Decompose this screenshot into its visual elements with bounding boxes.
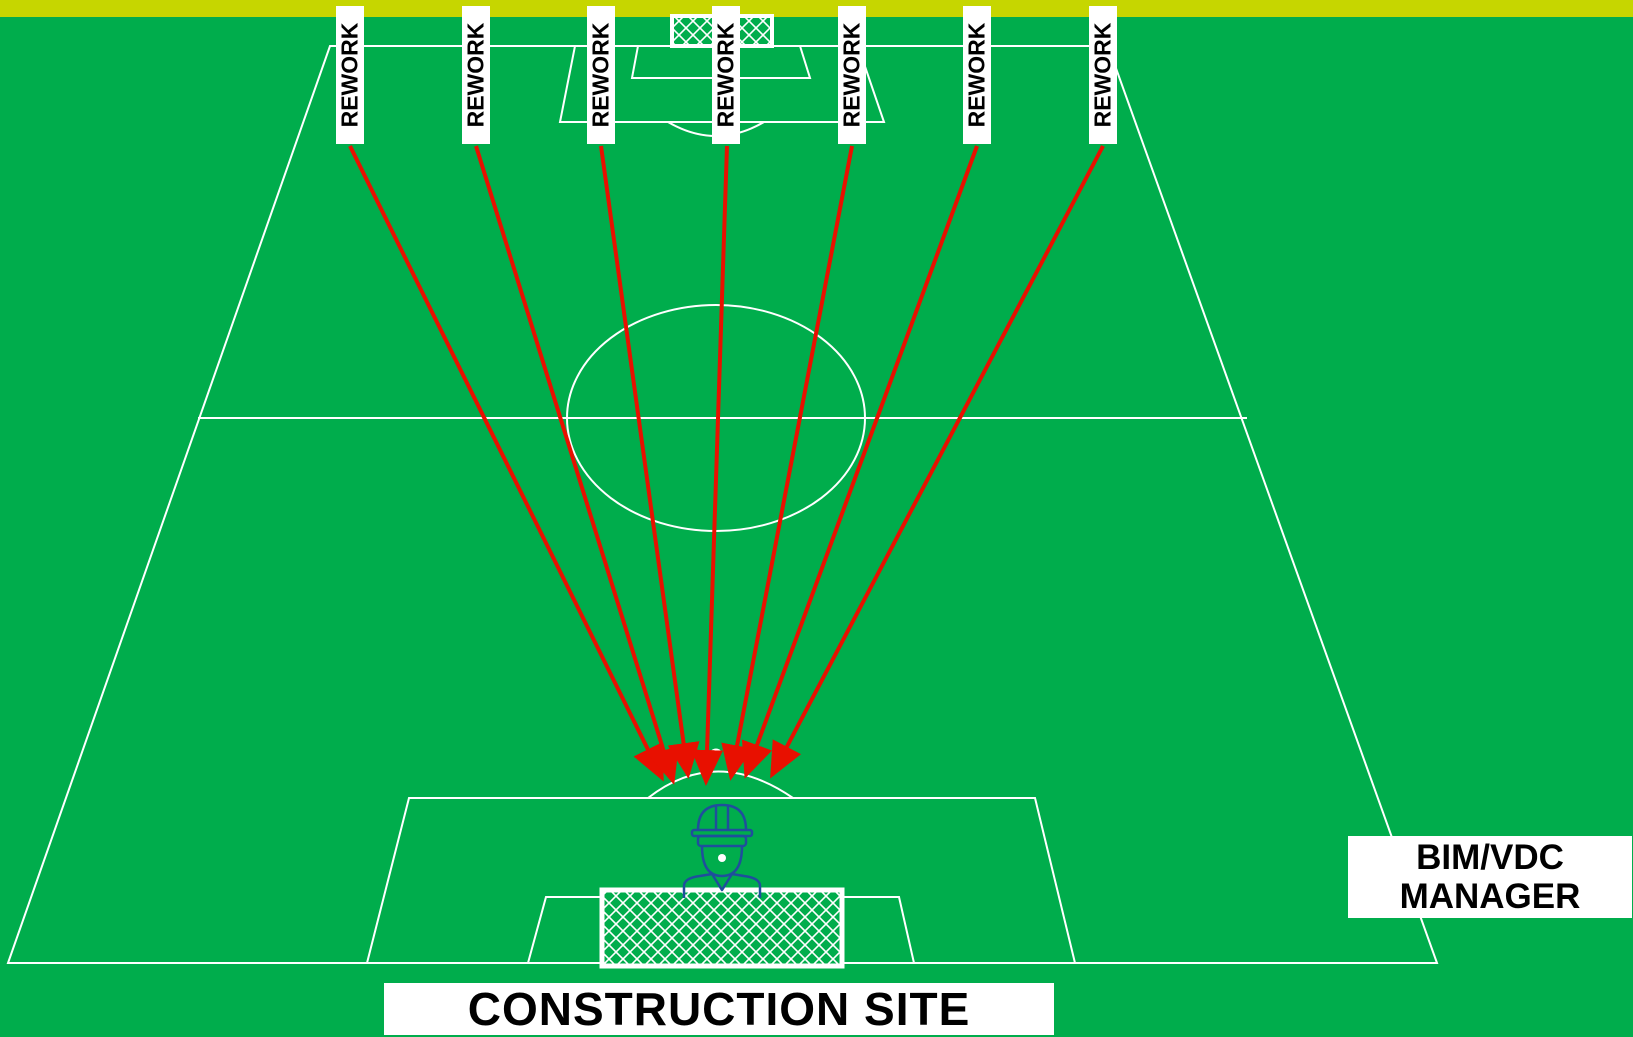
arrow-4 <box>706 146 727 782</box>
rework-label-3: REWORK <box>587 6 615 144</box>
pitch-lines <box>8 46 1437 963</box>
rework-label-1: REWORK <box>336 6 364 144</box>
arrow-7 <box>772 146 1103 775</box>
penalty-spot <box>712 750 720 755</box>
rework-label-2: REWORK <box>462 6 490 144</box>
rework-label-4: REWORK <box>712 6 740 144</box>
rework-arrows <box>350 146 1103 782</box>
arrow-6 <box>746 146 977 775</box>
manager-label: BIM/VDC MANAGER <box>1348 836 1632 918</box>
near-goal-net <box>602 890 842 966</box>
arrow-5 <box>731 146 852 777</box>
rework-label-5: REWORK <box>838 6 866 144</box>
manager-line-2: MANAGER <box>1400 877 1581 916</box>
manager-line-1: BIM/VDC <box>1416 838 1564 877</box>
pitch-boundary <box>8 46 1437 963</box>
construction-site-label: CONSTRUCTION SITE <box>384 983 1054 1035</box>
rework-label-7: REWORK <box>1089 6 1117 144</box>
construction-site-text: CONSTRUCTION SITE <box>468 982 971 1036</box>
construction-worker-icon <box>684 805 760 898</box>
rework-label-6: REWORK <box>963 6 991 144</box>
